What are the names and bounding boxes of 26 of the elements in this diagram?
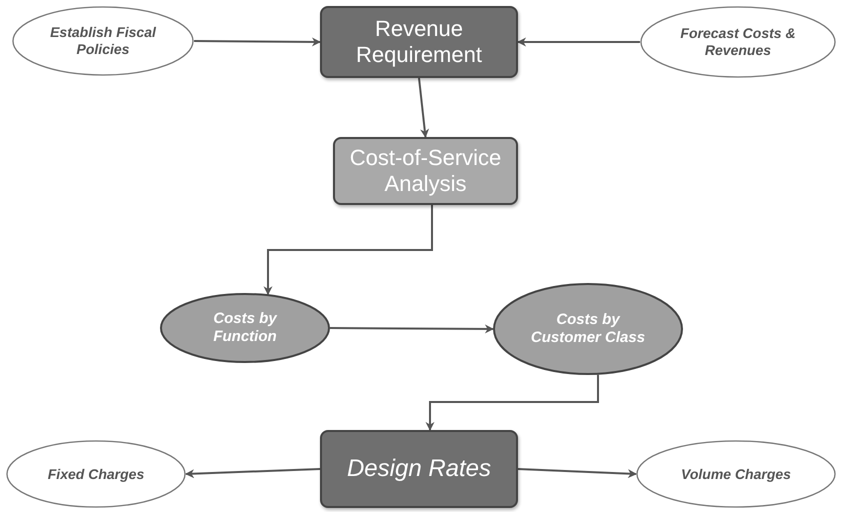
node-label: Costs by Customer Class bbox=[530, 311, 646, 347]
node-label: Forecast Costs & Revenues bbox=[679, 25, 797, 59]
arrow bbox=[418, 78, 430, 138]
node-label: Establish Fiscal Policies bbox=[49, 24, 157, 58]
node-label: Cost-of-Service Analysis bbox=[348, 144, 502, 198]
process-ellipse bbox=[12, 6, 194, 76]
node-label: Costs by Function bbox=[212, 310, 278, 346]
node-label: Revenue Requirement bbox=[355, 16, 483, 68]
arrow bbox=[264, 205, 433, 296]
process-ellipse bbox=[160, 293, 330, 363]
node-label: Volume Charges bbox=[681, 466, 791, 482]
process-box bbox=[320, 430, 518, 508]
arrow bbox=[330, 324, 494, 334]
arrow bbox=[426, 374, 599, 431]
arrow bbox=[518, 468, 637, 478]
node-label: Design Rates bbox=[346, 454, 492, 484]
process-ellipse bbox=[640, 6, 836, 78]
node-label: Fixed Charges bbox=[48, 466, 144, 482]
arrow bbox=[517, 38, 640, 46]
process-box bbox=[333, 137, 518, 205]
arrow bbox=[194, 37, 321, 46]
process-ellipse bbox=[6, 440, 186, 508]
arrow bbox=[185, 468, 320, 478]
process-ellipse bbox=[636, 440, 836, 508]
process-box bbox=[320, 6, 518, 78]
process-ellipse bbox=[493, 283, 683, 375]
